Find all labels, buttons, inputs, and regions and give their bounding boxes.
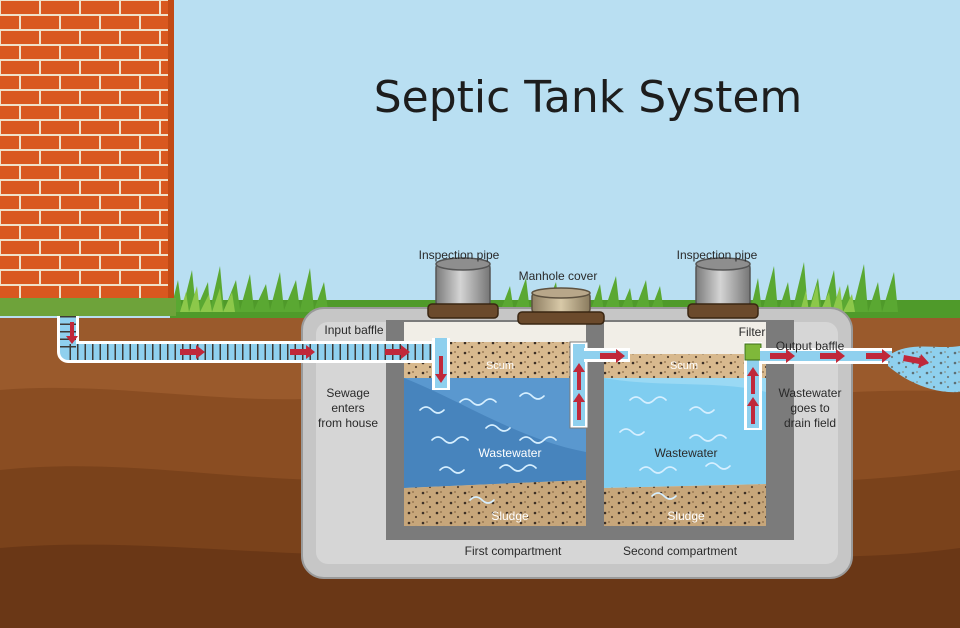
sewage-label-line-3: from house — [318, 416, 378, 430]
flow-arrows — [66, 322, 929, 424]
input-baffle-label: Input baffle — [324, 323, 383, 337]
wastewater-out-label-line-3: drain field — [784, 416, 836, 430]
inspection-pipe-left — [427, 257, 499, 319]
sewage-label-line-1: Sewage — [326, 386, 370, 400]
inspection-pipe-right-label: Inspection pipe — [677, 248, 758, 262]
output-baffle-label: Output baffle — [776, 339, 845, 353]
sewage-label-line-2: enters — [331, 401, 364, 415]
wastewater — [404, 378, 766, 488]
manhole-cover-label: Manhole cover — [519, 269, 598, 283]
inspection-pipe-left-label: Inspection pipe — [419, 248, 500, 262]
house-wall — [0, 0, 176, 316]
inspection-pipe-right — [687, 257, 759, 319]
scum-right-label: Scum — [670, 360, 698, 372]
sludge-left-label: Sludge — [491, 509, 529, 523]
wastewater-right-label: Wastewater — [655, 446, 718, 460]
manhole — [517, 287, 605, 325]
filter-label: Filter — [739, 325, 766, 339]
second-compartment-label: Second compartment — [623, 544, 738, 558]
diagram-title: Septic Tank System — [374, 72, 803, 123]
inlet-pipe — [57, 316, 450, 390]
scum-left-label: Scum — [486, 360, 514, 372]
wastewater-out-label-line-1: Wastewater — [779, 386, 842, 400]
water-waves — [419, 392, 731, 504]
wastewater-out-label-line-2: goes to — [790, 401, 830, 415]
sludge-right-label: Sludge — [667, 509, 705, 523]
sludge-layers — [404, 480, 766, 526]
wastewater-left-label: Wastewater — [479, 446, 542, 460]
first-compartment-label: First compartment — [465, 544, 562, 558]
